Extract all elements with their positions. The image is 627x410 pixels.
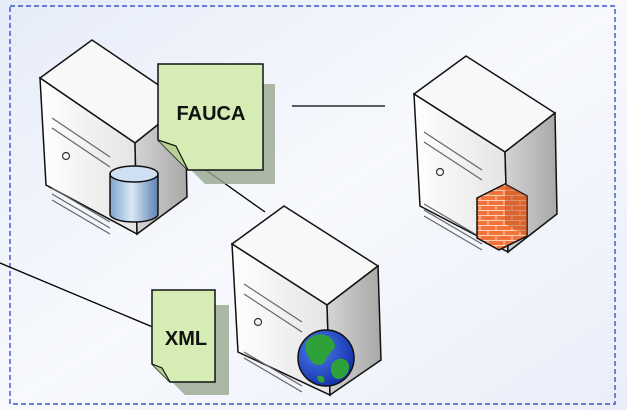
connector-external-xml: [0, 262, 156, 329]
web-server: [230, 205, 382, 397]
globe-icon: [297, 329, 355, 387]
fauca-label: FAUCA: [177, 103, 246, 125]
firewall-server: [412, 55, 558, 254]
database-cylinder-icon: [109, 165, 159, 223]
xml-label: XML: [165, 328, 207, 350]
network-boundary: [9, 5, 616, 405]
firewall-brick-icon: [476, 183, 528, 251]
xml-document: XML: [151, 289, 229, 395]
fauca-document: FAUCA: [157, 63, 275, 184]
